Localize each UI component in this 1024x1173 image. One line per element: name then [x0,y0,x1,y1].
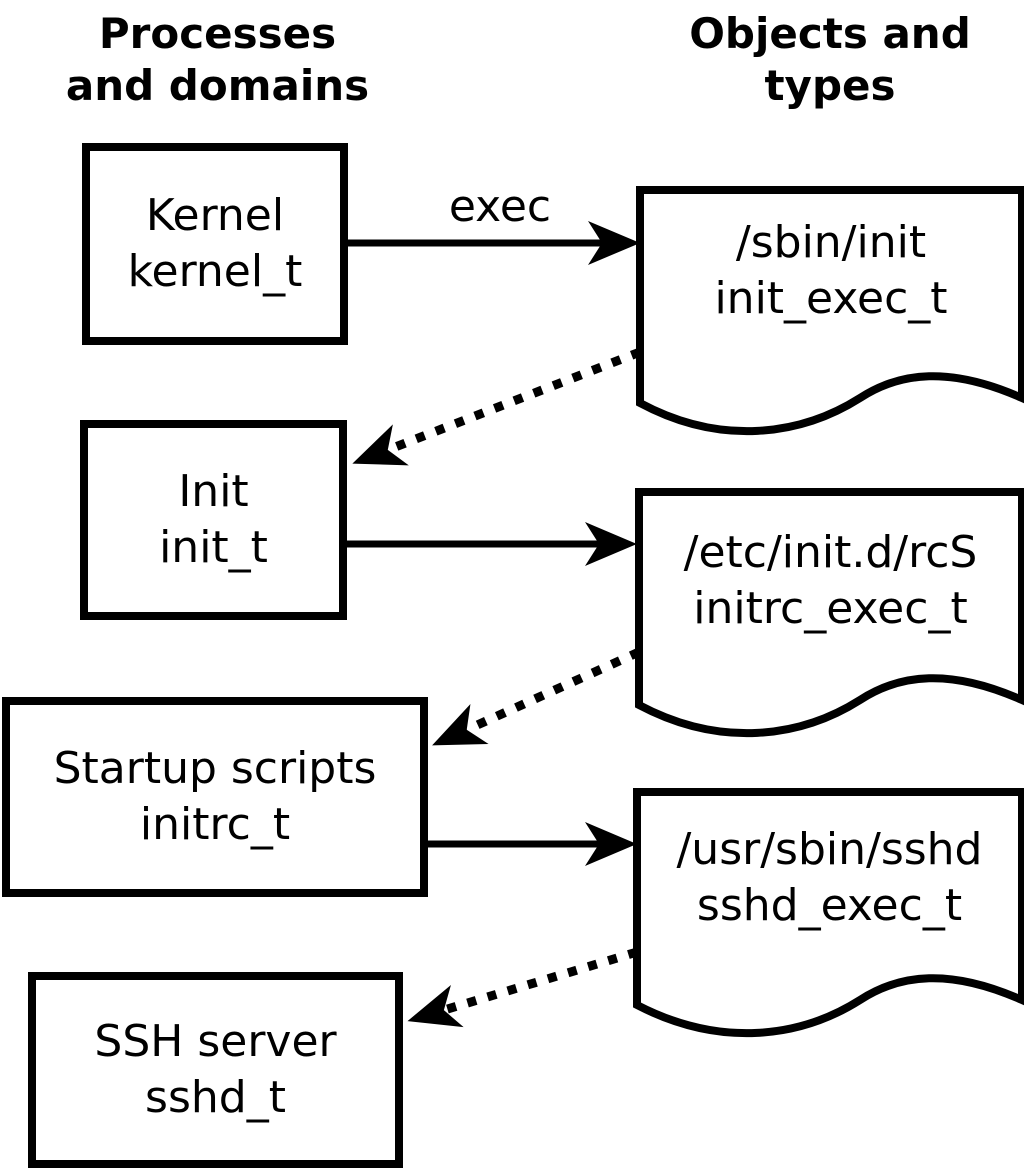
object-type: initrc_exec_t [693,583,968,634]
document-shape-init-exec [636,186,1024,436]
object-path: /etc/init.d/rcS [683,527,978,578]
transition-arrow-sshd-exec-to-sshd [407,947,639,1028]
process-type: sshd_t [145,1072,286,1123]
process-box-kernel: Kernel kernel_t [82,143,348,345]
object-label-init-exec: /sbin/init init_exec_t [644,215,1018,327]
transition-arrow-initrc-exec-to-initrc [432,647,641,746]
column-header-objects-line2: types [764,61,896,110]
object-path: /sbin/init [735,217,927,268]
object-type: sshd_exec_t [696,880,963,931]
process-box-init: Init init_t [80,420,347,620]
process-type: init_t [159,522,268,573]
column-header-processes: Processes and domains [30,8,405,112]
process-name: Startup scripts [53,743,377,794]
document-shape-initrc-exec [635,488,1024,738]
document-shape-sshd-exec [633,788,1024,1038]
object-label-initrc-exec: /etc/init.d/rcS initrc_exec_t [643,525,1018,637]
process-name: Kernel [145,190,285,241]
process-type: initrc_t [139,799,291,850]
exec-arrow-label: exec [448,181,552,232]
object-type: init_exec_t [714,273,948,324]
column-header-processes-line1: Processes [98,9,337,58]
process-box-sshd: SSH server sshd_t [28,972,403,1168]
column-header-objects: Objects and types [645,8,1015,112]
object-label-sshd-exec: /usr/sbin/sshd sshd_exec_t [641,822,1018,934]
column-header-objects-line1: Objects and [689,9,971,58]
process-type: kernel_t [127,246,303,297]
transition-arrow-init-exec-to-init [352,347,642,466]
object-path: /usr/sbin/sshd [676,824,983,875]
process-name: Init [178,466,249,517]
process-name: SSH server [94,1016,337,1067]
process-box-initrc: Startup scripts initrc_t [2,697,428,897]
column-header-processes-line2: and domains [65,61,370,110]
